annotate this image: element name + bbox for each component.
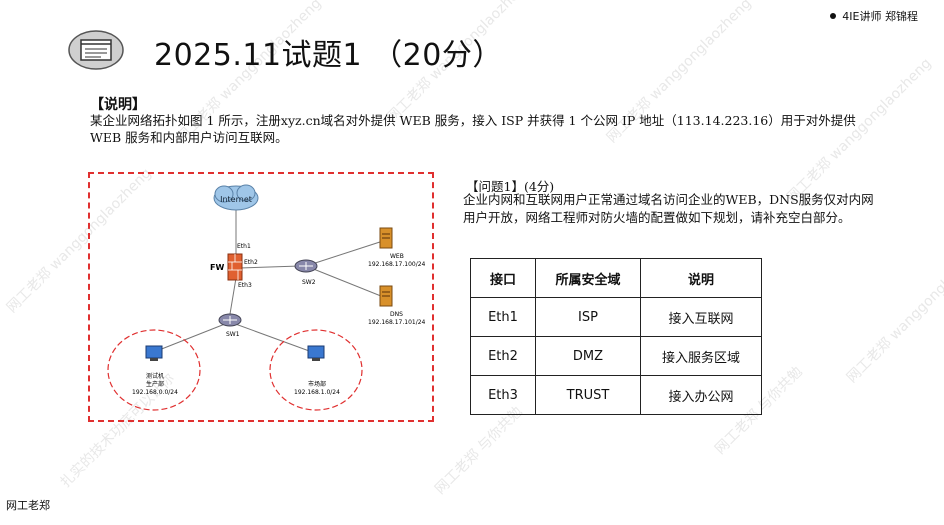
notepad-icon xyxy=(68,30,124,70)
cell-zone: DMZ xyxy=(535,336,641,376)
pc2-name: 市场部 xyxy=(308,380,326,388)
cell-zone: ISP xyxy=(535,297,641,337)
cell-interface: Eth3 xyxy=(470,375,536,415)
server-icon xyxy=(379,227,393,249)
intro-heading: 【说明】 xyxy=(90,97,146,113)
sw2-label: SW2 xyxy=(302,279,316,286)
cell-interface: Eth1 xyxy=(470,297,536,337)
table-row: Eth2 DMZ 接入服务区域 xyxy=(470,336,762,376)
table-row: Eth1 ISP 接入互联网 xyxy=(470,297,762,337)
instructor-label: 4IE讲师 郑锦程 xyxy=(842,10,918,23)
cell-description: 接入办公网 xyxy=(640,375,762,415)
security-zone-table: 接口 所属安全域 说明 Eth1 ISP 接入互联网 Eth2 DMZ 接入服务… xyxy=(470,258,762,415)
topology-svg: Internet FW Eth1 Eth2 Eth3 SW2 SW1 xyxy=(107,184,426,411)
eth1-label: Eth1 xyxy=(237,243,251,250)
computer-icon xyxy=(307,345,325,361)
internet-label: Internet xyxy=(220,195,252,204)
table-header-row: 接口 所属安全域 说明 xyxy=(470,258,762,298)
switch-icon xyxy=(218,313,242,327)
eth2-label: Eth2 xyxy=(244,259,258,266)
question-heading: 【问题1】(4分) xyxy=(466,179,555,194)
web-server-ip: 192.168.17.100/24 xyxy=(368,261,426,268)
table-row: Eth3 TRUST 接入办公网 xyxy=(470,375,762,415)
cell-description: 接入互联网 xyxy=(640,297,762,337)
firewall-icon xyxy=(227,253,243,281)
switch-icon xyxy=(294,259,318,273)
topology-diagram: Internet FW Eth1 Eth2 Eth3 SW2 SW1 xyxy=(88,172,434,422)
web-server-name: WEB xyxy=(390,253,404,260)
dns-server-ip: 192.168.17.101/24 xyxy=(368,319,426,326)
pc1-dept: 生产部 xyxy=(146,380,164,388)
pc2-net: 192.168.1.0/24 xyxy=(294,389,340,396)
cell-zone: TRUST xyxy=(535,375,641,415)
pc1-net: 192.168.0.0/24 xyxy=(132,389,178,396)
instructor-tag: 4IE讲师 郑锦程 xyxy=(830,8,918,24)
pc1-name: 测试机 xyxy=(146,372,164,380)
footer-label: 网工老郑 xyxy=(6,499,50,512)
sw1-label: SW1 xyxy=(226,331,240,338)
dns-server-name: DNS xyxy=(390,311,403,318)
cell-description: 接入服务区域 xyxy=(640,336,762,376)
server-icon xyxy=(379,285,393,307)
computer-icon xyxy=(145,345,163,361)
page-title: 2025.11试题1 （20分） xyxy=(154,38,503,73)
header-interface: 接口 xyxy=(470,258,536,298)
cell-interface: Eth2 xyxy=(470,336,536,376)
internet-cloud-icon xyxy=(213,184,259,211)
intro-text: 某企业网络拓扑如图 1 所示，注册xyz.cn域名对外提供 WEB 服务，接入 … xyxy=(90,113,856,145)
eth3-label: Eth3 xyxy=(238,282,252,289)
fw-label: FW xyxy=(210,263,224,272)
bullet-icon xyxy=(830,13,837,19)
question-text: 企业内网和互联网用户正常通过域名访问企业的WEB，DNS服务仅对内网用户开放，网… xyxy=(463,192,874,225)
header-description: 说明 xyxy=(640,258,762,298)
header-zone: 所属安全域 xyxy=(535,258,641,298)
